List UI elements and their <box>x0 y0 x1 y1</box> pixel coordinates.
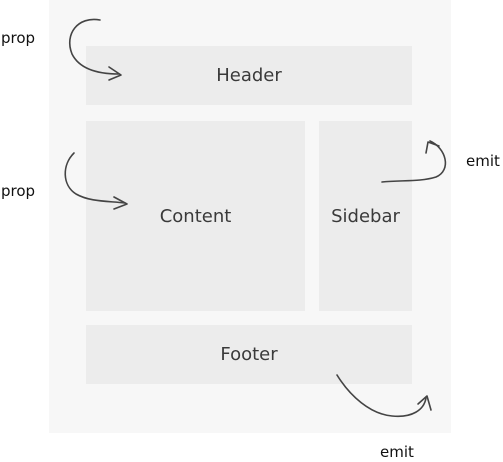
emit-arrow-footer-icon <box>336 374 432 418</box>
header-label: Header <box>216 65 282 86</box>
sidebar-region: Sidebar <box>319 121 412 311</box>
footer-label: Footer <box>220 344 278 365</box>
prop-label-top: prop <box>1 29 36 47</box>
sidebar-label: Sidebar <box>331 205 400 227</box>
emit-label-bottom: emit <box>380 443 414 461</box>
prop-arrow-content-icon <box>64 152 128 210</box>
emit-label-right: emit <box>466 152 500 170</box>
content-label: Content <box>159 205 232 227</box>
emit-arrow-sidebar-icon <box>381 140 447 183</box>
footer-region: Footer <box>86 325 412 384</box>
prop-label-middle: prop <box>1 182 36 200</box>
header-region: Header <box>86 46 412 105</box>
content-region: Content <box>86 121 305 311</box>
prop-arrow-header-icon <box>68 18 122 81</box>
